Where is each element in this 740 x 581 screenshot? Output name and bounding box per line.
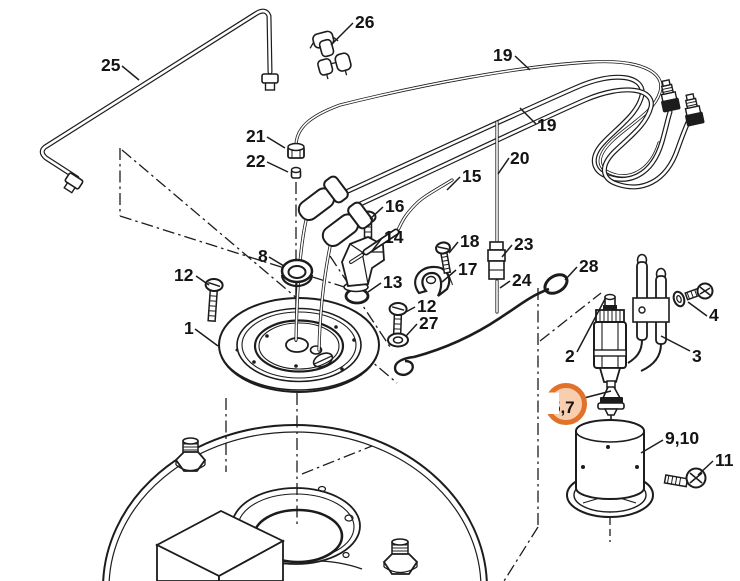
- tank-nut-right: [382, 538, 419, 575]
- part-12-screw-right: [388, 301, 408, 338]
- part-label-21: 21: [246, 126, 266, 146]
- part-label-15: 15: [462, 166, 482, 186]
- part-2-nozzle-holder: [593, 293, 627, 390]
- part-11-screw: [663, 467, 707, 489]
- part-label-12: 12: [417, 296, 437, 316]
- part-5-7-nozzle: [597, 380, 625, 428]
- part-label-18: 18: [460, 231, 480, 251]
- part-label-3: 3: [692, 346, 702, 366]
- part-label-1: 1: [184, 318, 194, 338]
- part-8-grommet: [280, 258, 314, 288]
- part-27-washer: [387, 332, 409, 348]
- part-label-13: 13: [383, 272, 403, 292]
- leader-lines: [121, 22, 714, 476]
- tank-base: [102, 424, 488, 581]
- part-label-26: 26: [355, 12, 375, 32]
- part-21-nut: [287, 142, 305, 159]
- tank-pocket-box: [155, 509, 285, 581]
- part-1-burner-plate: [218, 297, 380, 393]
- part-label-25: 25: [101, 55, 121, 75]
- part-label-11: 11: [715, 450, 734, 470]
- part-label-28: 28: [579, 256, 599, 276]
- part-15-pipe: [349, 178, 454, 264]
- part-label-12: 12: [174, 265, 194, 285]
- part-label-27: 27: [419, 313, 438, 333]
- part-label-2: 2: [565, 346, 575, 366]
- tank-nut-left: [174, 437, 207, 472]
- part-25-fuel-pipe: [39, 8, 279, 194]
- part-label-22: 22: [246, 151, 266, 171]
- part-17-clamp: [414, 265, 451, 297]
- part-23-coupler: [487, 241, 506, 280]
- hose-fitting-1: [660, 79, 681, 113]
- part-4-screw: [672, 282, 714, 308]
- part-label-24: 24: [512, 270, 532, 290]
- highlight-annotation: 5,7: [539, 383, 587, 425]
- part-label-20: 20: [510, 148, 530, 168]
- part-label-19: 19: [493, 45, 513, 65]
- part-9-10-burner-cup: [566, 419, 654, 518]
- part-label-8: 8: [258, 246, 268, 266]
- hose-fitting-2: [684, 93, 705, 127]
- part-3-electrode-assembly: [627, 253, 670, 372]
- part-26-clips: [309, 30, 352, 80]
- part-label-23: 23: [514, 234, 534, 254]
- part-12-screw-left: [204, 277, 224, 322]
- spark-plug-boots: [297, 175, 373, 248]
- part-label-16: 16: [385, 196, 405, 216]
- part-label-17: 17: [458, 259, 477, 279]
- part-label-14: 14: [384, 227, 404, 247]
- part-label-19: 19: [537, 115, 557, 135]
- highlight-ring-gap: [539, 392, 559, 414]
- part-19-hoses: [294, 59, 705, 209]
- part-label-4: 4: [709, 305, 719, 325]
- part-label-9-10: 9,10: [665, 428, 699, 448]
- part-22-nut: [290, 166, 302, 179]
